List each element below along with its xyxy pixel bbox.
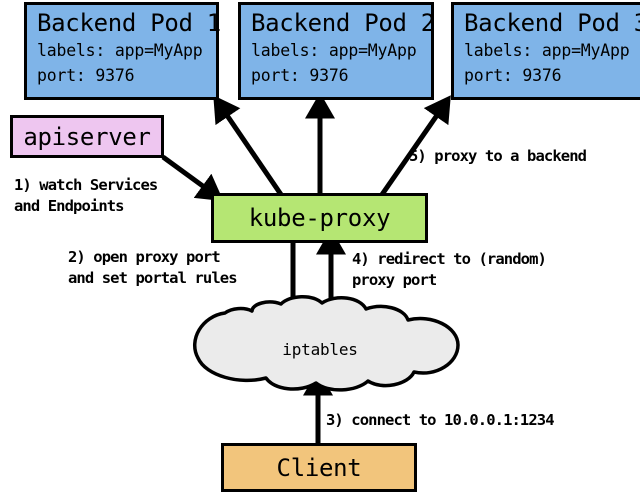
annotation-step-4-line-1: 4) redirect to (random) [352,250,547,268]
backend-pod-3-port: port: 9376 [464,66,562,85]
apiserver-box[interactable]: apiserver [10,115,164,158]
backend-pod-2-box[interactable]: Backend Pod 2 labels: app=MyApp port: 93… [238,2,435,100]
annotation-step-2-line-2: and set portal rules [68,269,238,287]
backend-pod-2-title: Backend Pod 2 [251,9,435,37]
annotation-step-1-line-2: and Endpoints [14,197,125,215]
client-label: Client [276,453,362,482]
backend-pod-1-title: Backend Pod 1 [37,9,221,37]
backend-pod-1-port: port: 9376 [37,66,135,85]
backend-pod-1-labels: labels: app=MyApp [37,41,203,60]
kube-proxy-label: kube-proxy [248,204,391,232]
backend-pod-2-port: port: 9376 [251,66,349,85]
apiserver-label: apiserver [23,122,151,151]
arrow-apiserver-to-kubeproxy [161,154,224,202]
backend-pod-3-labels: labels: app=MyApp [464,41,630,60]
arrow-kubeproxy-to-pod3 [378,95,451,198]
arrow-kubeproxy-to-pod1 [213,95,285,198]
annotation-step-5: 5) proxy to a backend [409,147,587,165]
backend-pod-3-title: Backend Pod 3 [464,9,640,37]
annotation-step-2-line-1: 2) open proxy port [68,248,221,266]
backend-pod-1-box[interactable]: Backend Pod 1 labels: app=MyApp port: 93… [24,2,221,100]
backend-pod-2-labels: labels: app=MyApp [251,41,417,60]
annotation-step-1-line-1: 1) watch Services [14,176,158,194]
client-box[interactable]: Client [221,443,417,492]
kube-proxy-box[interactable]: kube-proxy [211,193,428,243]
annotation-step-4-line-2: proxy port [352,271,437,289]
annotation-step-3: 3) connect to 10.0.0.1:1234 [326,411,555,429]
iptables-cloud [192,295,460,392]
iptables-label: iptables [282,340,358,359]
backend-pod-3-box[interactable]: Backend Pod 3 labels: app=MyApp port: 93… [451,2,640,100]
